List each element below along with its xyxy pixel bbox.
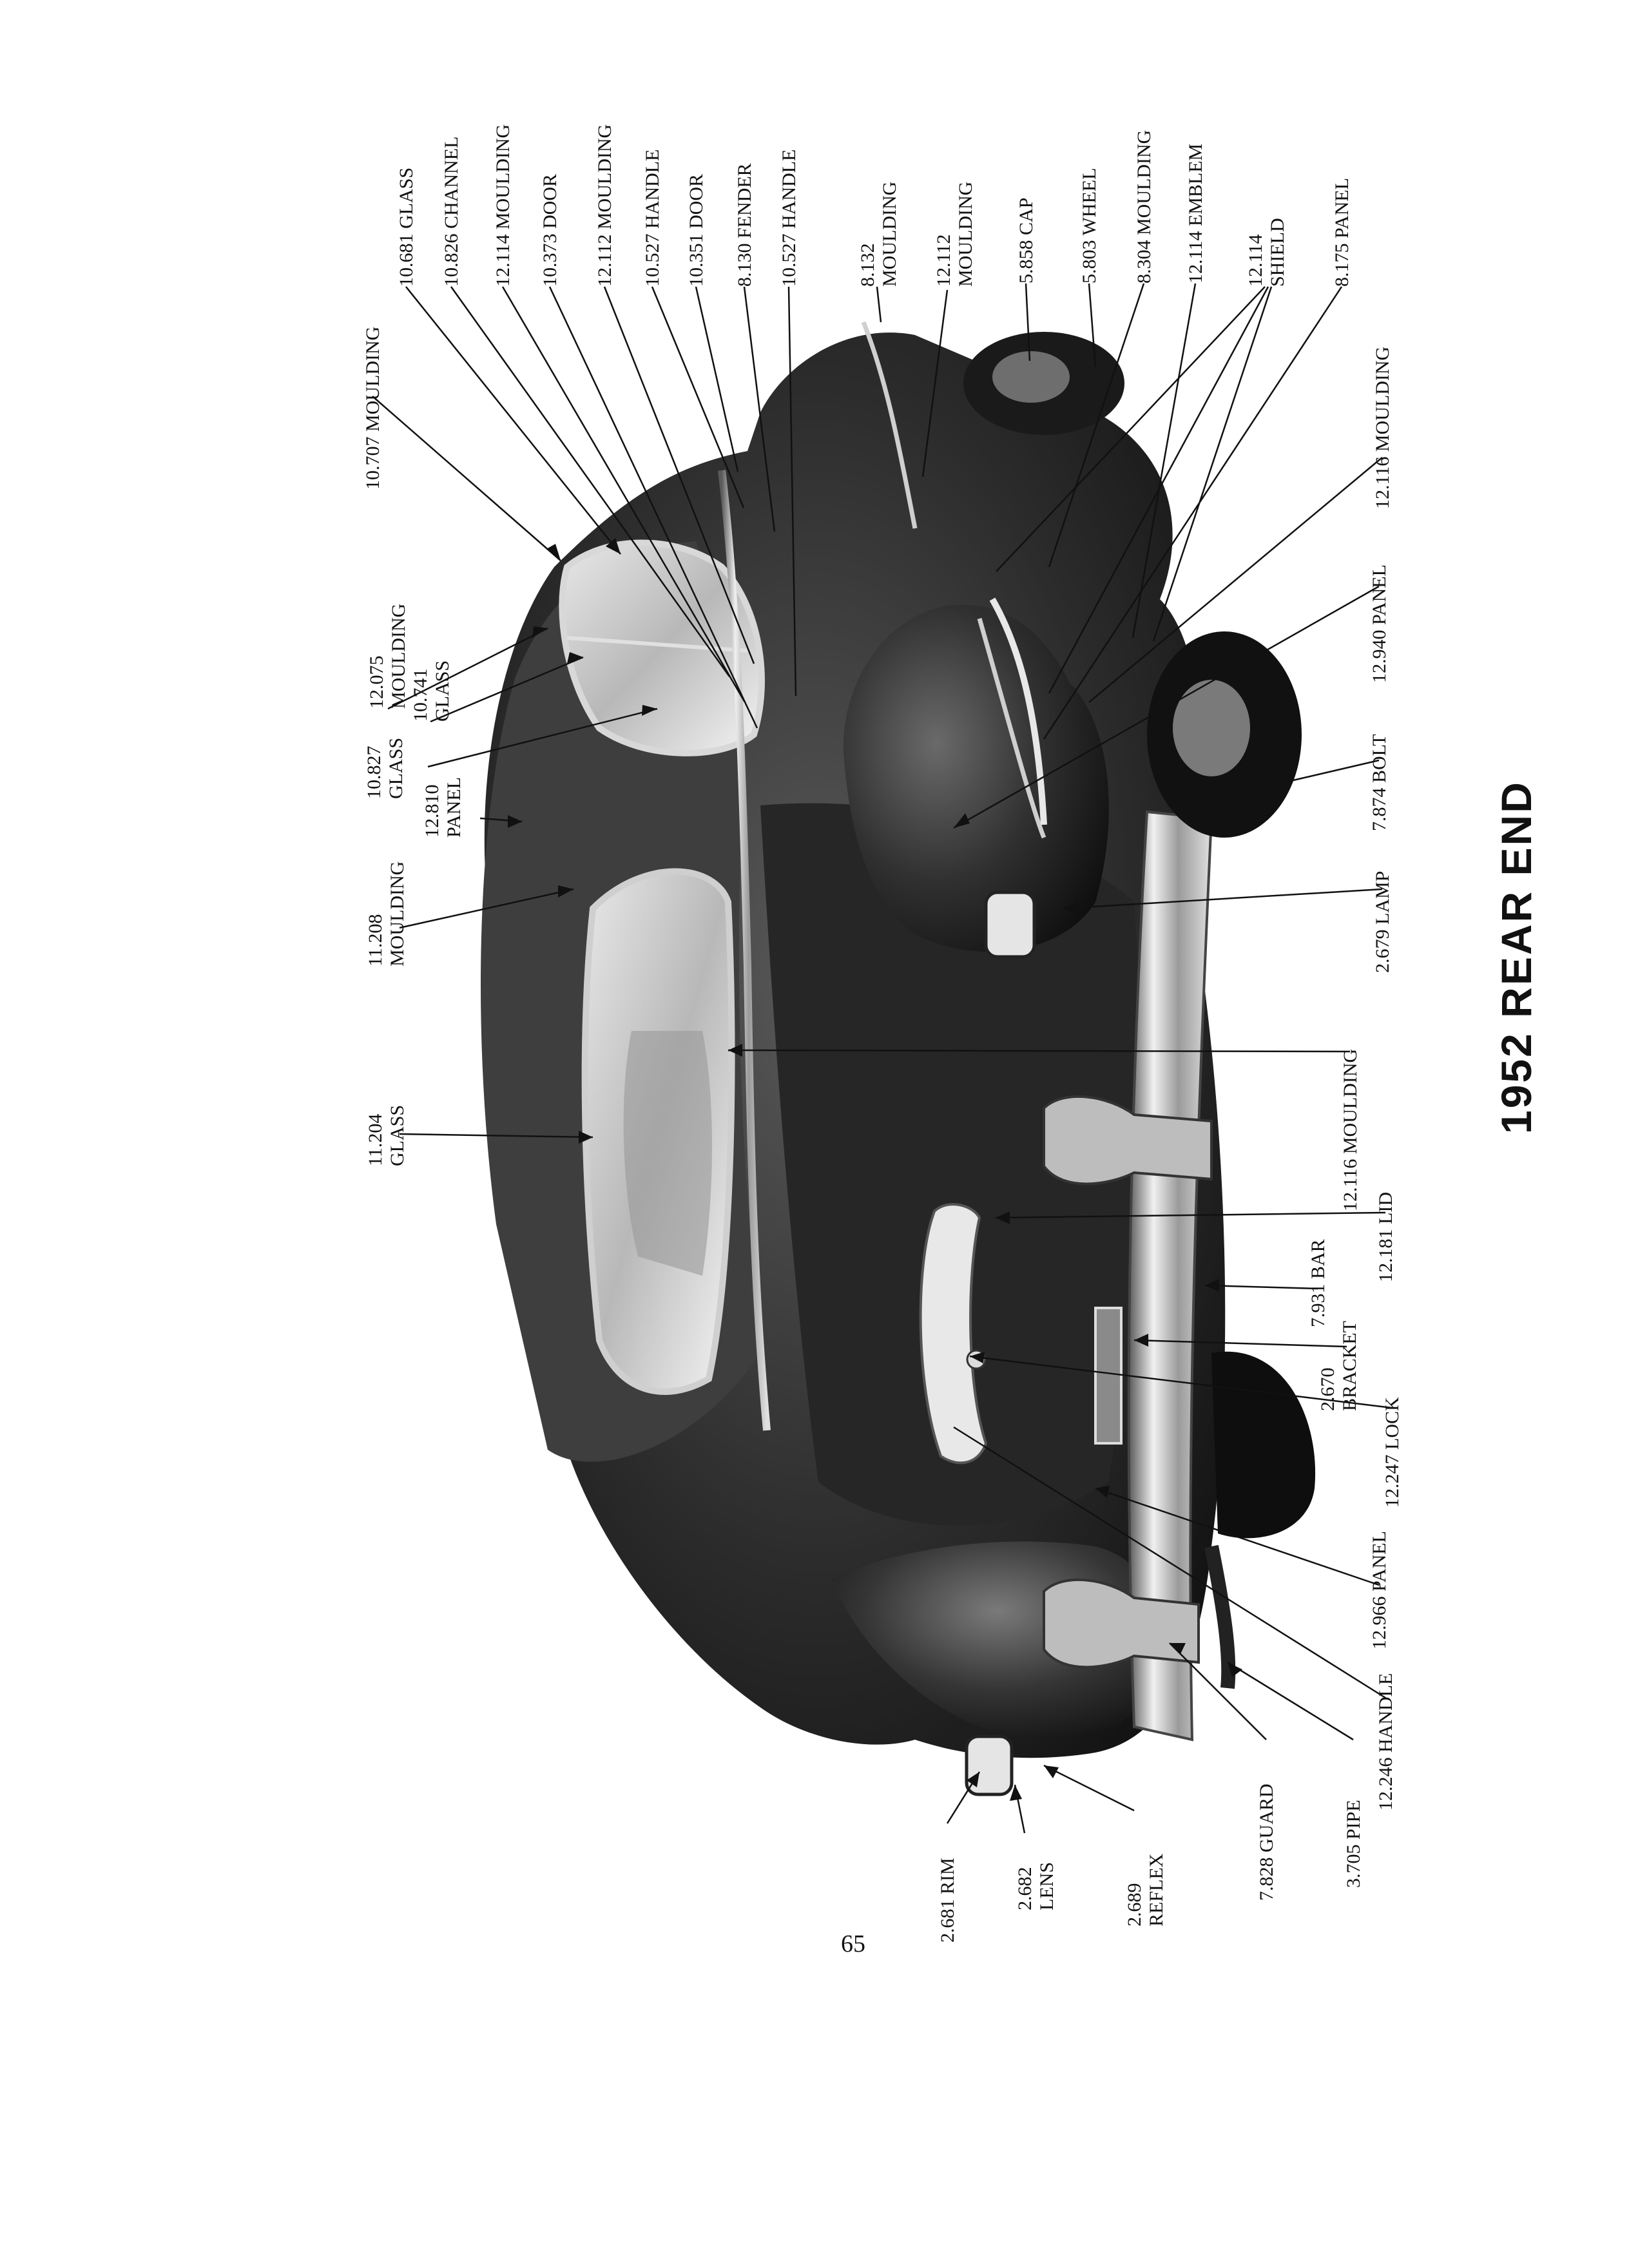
arrowheads bbox=[508, 538, 1242, 1801]
page-number: 65 bbox=[841, 1930, 865, 1957]
callout-10-681-glass: 10.681 GLASS bbox=[396, 167, 417, 287]
callout-8-175-panel: 8.175 PANEL bbox=[1331, 178, 1353, 287]
bumper bbox=[1127, 810, 1213, 1742]
callout-11-204-glass: 11.204 GLASS bbox=[365, 1104, 408, 1166]
callout-2-679-lamp: 2.679 LAMP bbox=[1372, 870, 1393, 973]
callout-10-707-moulding: 10.707 MOULDING bbox=[362, 326, 383, 490]
callout-5-803-wheel: 5.803 WHEEL bbox=[1079, 168, 1100, 284]
callout-12-810-panel: 12.810 PANEL bbox=[421, 777, 465, 838]
callout-5-858-cap: 5.858 CAP bbox=[1016, 197, 1037, 284]
callout-12-940-panel: 12.940 PANEL bbox=[1369, 564, 1390, 683]
callout-7-931-bar: 7.931 BAR bbox=[1307, 1239, 1329, 1327]
callout-8-304-moulding: 8.304 MOULDING bbox=[1133, 130, 1155, 284]
exhaust-pipe bbox=[1204, 1544, 1236, 1689]
callout-12-112-moulding: 12.112 MOULDING bbox=[594, 124, 615, 287]
callout-12-246-handle: 12.246 HANDLE bbox=[1375, 1673, 1396, 1811]
tail-lamp-lower bbox=[965, 1735, 1014, 1796]
callout-3-705-pipe: 3.705 PIPE bbox=[1343, 1800, 1364, 1888]
callout-7-828-guard: 7.828 GUARD bbox=[1256, 1783, 1277, 1901]
callout-10-527-handle: 10.527 HANDLE bbox=[642, 149, 663, 287]
callout-12-112-moulding-2: 12.112 MOULDING bbox=[933, 181, 976, 287]
callout-8-130-fender: 8.130 FENDER bbox=[734, 163, 755, 287]
callout-10-527-handle-2: 10.527 HANDLE bbox=[778, 149, 800, 287]
callout-2-682-lens: 2.682 LENS bbox=[1014, 1862, 1057, 1910]
callout-10-827-glass: 10.827 GLASS bbox=[363, 737, 407, 799]
callout-12-116-moulding: 12.116 MOULDING bbox=[1340, 1048, 1361, 1211]
right-rear-fender bbox=[843, 604, 1109, 952]
trunk-emblem bbox=[919, 1203, 988, 1465]
callout-10-373-door: 10.373 DOOR bbox=[539, 173, 561, 287]
callout-12-075-moulding: 12.075 MOULDING bbox=[366, 603, 409, 709]
diagram-title: 1952 REAR END bbox=[1492, 780, 1540, 1134]
callout-7-874-bolt: 7.874 BOLT bbox=[1369, 734, 1390, 831]
bumper-guard-1 bbox=[1043, 1095, 1213, 1186]
callout-12-114-shield: 12.114 SHIELD bbox=[1245, 218, 1288, 287]
callout-2-670-bracket: 2.670 BRACKET bbox=[1317, 1320, 1360, 1411]
callout-12-114-moulding: 12.114 MOULDING bbox=[492, 124, 514, 287]
callout-11-208-moulding: 11.208 MOULDING bbox=[365, 861, 408, 966]
callout-10-741-glass: 10.741 GLASS bbox=[410, 660, 453, 722]
callout-8-132-moulding: 8.132 MOULDING bbox=[857, 181, 900, 287]
trunk-lid bbox=[760, 803, 1141, 1526]
callout-12-114-emblem: 12.114 EMBLEM bbox=[1185, 143, 1206, 284]
bumper-guard-2 bbox=[1043, 1578, 1200, 1669]
callout-12-966-panel: 12.966 PANEL bbox=[1369, 1531, 1390, 1649]
side-window bbox=[559, 539, 765, 756]
car-illustration bbox=[481, 321, 1316, 1796]
tail-lamp-upper bbox=[984, 890, 1036, 959]
callout-10-351-door: 10.351 DOOR bbox=[686, 173, 707, 287]
callout-2-689-reflex: 2.689 REFLEX bbox=[1124, 1853, 1167, 1927]
belt-moulding bbox=[718, 470, 771, 1431]
callout-10-826-channel: 10.826 CHANNEL bbox=[441, 136, 462, 287]
callout-12-181-lid: 12.181 LID bbox=[1375, 1192, 1396, 1282]
license-bracket bbox=[1094, 1307, 1123, 1445]
callout-2-681-rim: 2.681 RIM bbox=[937, 1858, 958, 1943]
leader-lines bbox=[372, 283, 1393, 1834]
callout-12-116-moulding-2: 12.116 MOULDING bbox=[1372, 346, 1393, 509]
callout-12-247-lock: 12.247 LOCK bbox=[1382, 1397, 1403, 1508]
